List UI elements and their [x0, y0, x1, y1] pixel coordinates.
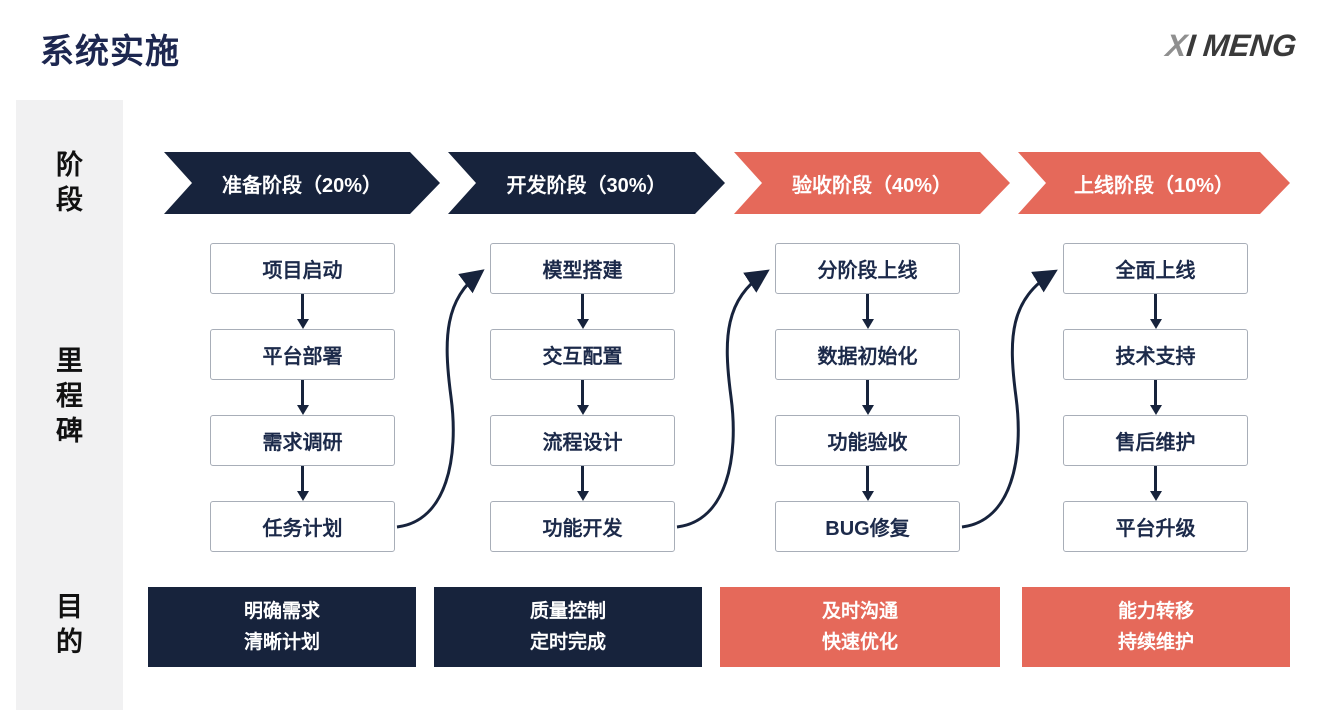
s-curve-arrow-3	[961, 269, 1058, 529]
milestone-box: 平台升级	[1063, 501, 1248, 552]
s-curve-arrow-2	[676, 269, 770, 529]
purpose-line: 持续维护	[1117, 632, 1194, 653]
row-label-milestone: 里程碑	[56, 346, 83, 447]
row-label-rail: 阶段 里程碑 目的	[16, 100, 123, 710]
logo-text: MENG	[1201, 28, 1298, 63]
milestone-column-accept: 分阶段上线 数据初始化 功能验收 BUG修复	[775, 243, 960, 552]
down-arrow-icon	[861, 466, 875, 501]
phase-banner-prepare: 准备阶段（20%）	[164, 152, 440, 214]
milestone-box: 平台部署	[210, 329, 395, 380]
phase-banner-launch: 上线阶段（10%）	[1018, 152, 1290, 214]
milestone-box: 分阶段上线	[775, 243, 960, 294]
page-title: 系统实施	[40, 33, 180, 71]
down-arrow-icon	[296, 380, 310, 415]
down-arrow-icon	[1149, 466, 1163, 501]
milestone-box: 技术支持	[1063, 329, 1248, 380]
milestone-box: 需求调研	[210, 415, 395, 466]
milestone-box: 任务计划	[210, 501, 395, 552]
down-arrow-icon	[296, 466, 310, 501]
logo-letter-x: X	[1163, 28, 1189, 63]
phase-banner-accept: 验收阶段（40%）	[734, 152, 1010, 214]
milestone-column-launch: 全面上线 技术支持 售后维护 平台升级	[1063, 243, 1248, 552]
milestone-box: 模型搭建	[490, 243, 675, 294]
s-curve-arrow-1	[396, 269, 485, 529]
down-arrow-icon	[1149, 380, 1163, 415]
down-arrow-icon	[296, 294, 310, 329]
milestone-box: 交互配置	[490, 329, 675, 380]
down-arrow-icon	[576, 466, 590, 501]
purpose-bar-launch: 能力转移 持续维护	[1022, 587, 1290, 667]
down-arrow-icon	[1149, 294, 1163, 329]
purpose-line: 质量控制	[529, 600, 606, 622]
down-arrow-icon	[576, 380, 590, 415]
milestone-box: 流程设计	[490, 415, 675, 466]
milestone-box: 数据初始化	[775, 329, 960, 380]
down-arrow-icon	[576, 294, 590, 329]
milestone-box: 功能验收	[775, 415, 960, 466]
purpose-bar-accept: 及时沟通 快速优化	[720, 587, 1000, 667]
down-arrow-icon	[861, 294, 875, 329]
purpose-line: 能力转移	[1117, 600, 1194, 622]
purpose-line: 清晰计划	[243, 632, 320, 653]
row-label-phase: 阶段	[56, 150, 83, 216]
milestone-box: BUG修复	[775, 501, 960, 552]
purpose-line: 定时完成	[529, 632, 606, 653]
phase-banner-develop: 开发阶段（30%）	[448, 152, 725, 214]
milestone-box: 功能开发	[490, 501, 675, 552]
milestone-box: 全面上线	[1063, 243, 1248, 294]
purpose-bar-develop: 质量控制 定时完成	[434, 587, 702, 667]
milestone-column-prepare: 项目启动 平台部署 需求调研 任务计划	[210, 243, 395, 552]
purpose-line: 及时沟通	[821, 600, 898, 622]
milestone-box: 售后维护	[1063, 415, 1248, 466]
purpose-line: 明确需求	[243, 600, 320, 622]
milestone-column-develop: 模型搭建 交互配置 流程设计 功能开发	[490, 243, 675, 552]
purpose-line: 快速优化	[821, 632, 898, 653]
purpose-bar-prepare: 明确需求 清晰计划	[148, 587, 416, 667]
row-label-purpose: 目的	[56, 592, 83, 658]
down-arrow-icon	[861, 380, 875, 415]
milestone-box: 项目启动	[210, 243, 395, 294]
